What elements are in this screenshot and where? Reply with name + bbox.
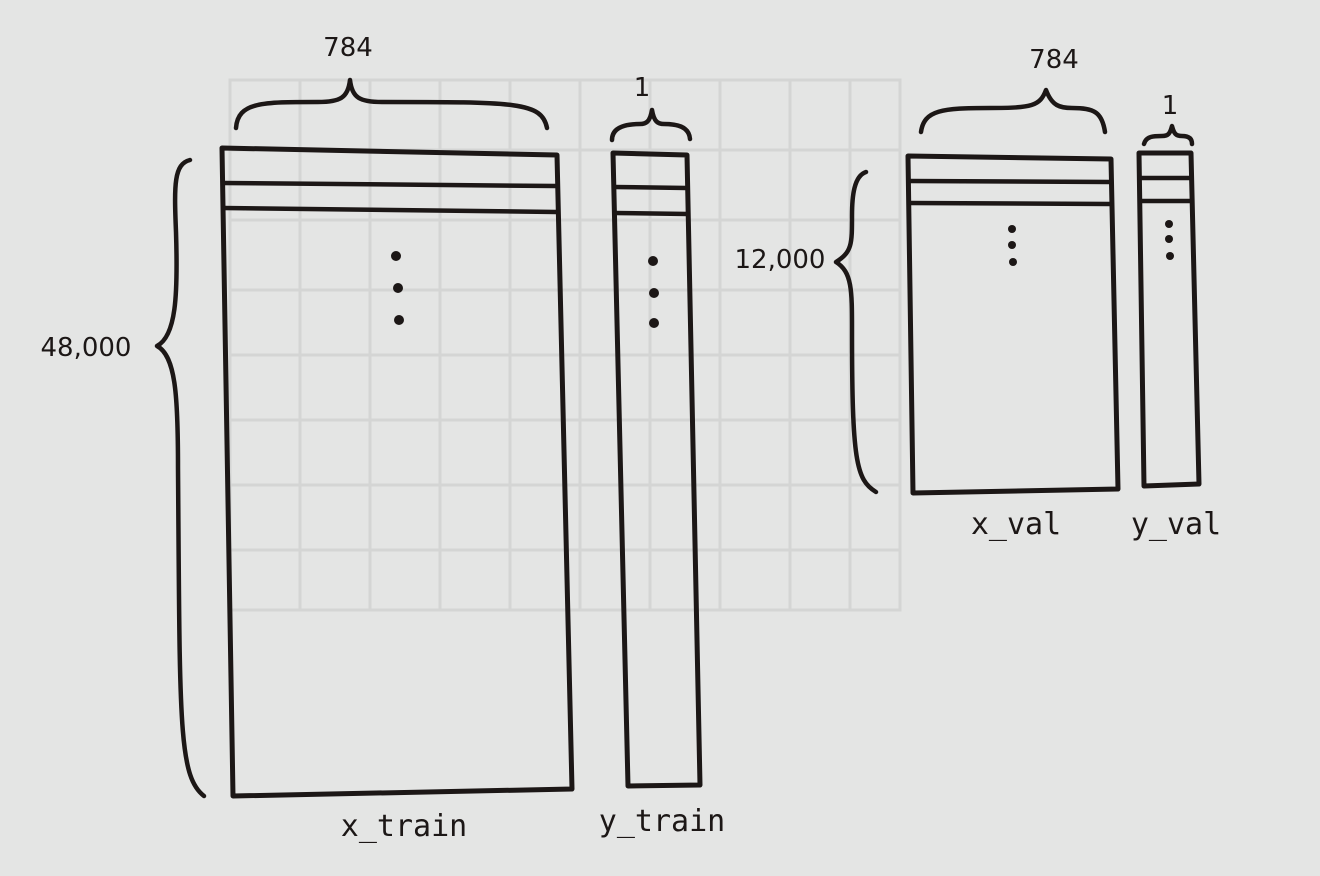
x-val-cols-brace [918,87,1108,135]
y-val-label: y_val [1131,507,1221,542]
y-train-vector [610,150,703,789]
y-train-cols-label: 1 [634,73,651,103]
y-val-cols-brace [1141,123,1195,147]
x-train-cols-brace [233,77,550,131]
x-train-cols-label: 784 [323,33,373,63]
y-val-vector [1136,150,1202,489]
x-val-label: x_val [971,507,1061,542]
x-train-matrix [219,145,575,799]
x-train-rows-label: 48,000 [41,333,132,363]
y-train-label: y_train [599,804,725,839]
x-val-matrix [905,153,1121,496]
x-val-rows-label: 12,000 [735,245,826,275]
y-val-cols-label: 1 [1162,91,1179,121]
x-val-rows-brace [833,169,879,495]
x-train-rows-brace [154,157,207,799]
background-grid [228,78,902,612]
y-train-cols-brace [609,107,693,143]
x-train-label: x_train [341,809,467,844]
x-val-cols-label: 784 [1029,45,1079,75]
